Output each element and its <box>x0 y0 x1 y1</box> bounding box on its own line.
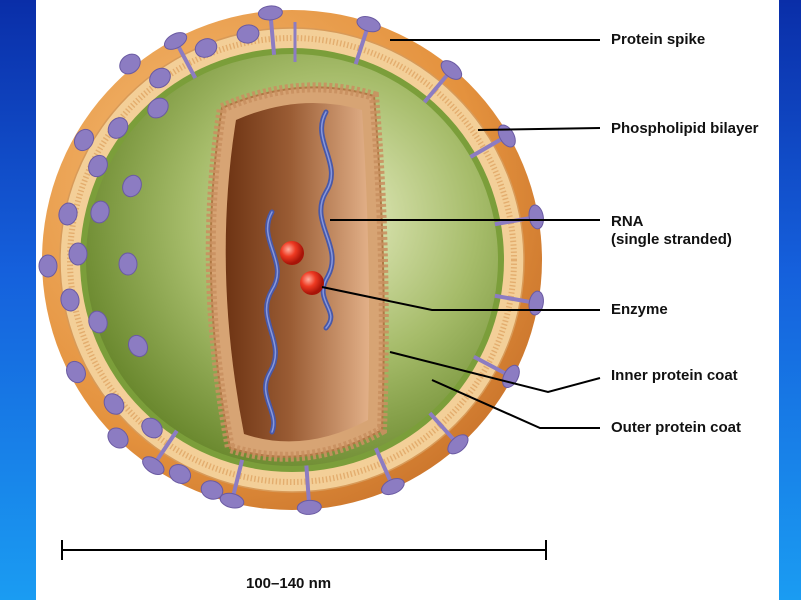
surface-spike <box>118 252 138 276</box>
surface-spike <box>73 128 95 152</box>
leader-enzyme <box>321 286 600 311</box>
surface-spike <box>200 480 224 500</box>
surface-spikes <box>38 24 260 500</box>
surface-spike <box>141 417 163 439</box>
rim-spike <box>219 459 245 509</box>
surface-spike <box>122 174 142 198</box>
rim-spike <box>142 429 179 475</box>
label-inner-protein-coat: Inner protein coat <box>611 367 738 384</box>
surface-spike <box>168 464 192 484</box>
label-rna-detail: (single stranded) <box>611 231 732 248</box>
scale-bar <box>61 540 547 560</box>
outer-protein-coat <box>205 82 389 462</box>
leader-phospholipid-bilayer <box>477 127 601 131</box>
surface-spike <box>149 67 171 89</box>
label-outer-protein-coat: Outer protein coat <box>611 419 742 436</box>
surface-spike <box>68 242 88 266</box>
rim-spikes <box>142 5 544 515</box>
surface-spike <box>194 38 218 58</box>
rim-spike <box>373 447 405 496</box>
label-protein-spike: Protein spike <box>611 31 706 48</box>
surface-spike <box>66 360 86 384</box>
label-enzyme: Enzyme <box>611 301 668 318</box>
surface-spike <box>236 24 260 44</box>
surface-spike <box>107 427 129 449</box>
label-phospholipid-bilayer: Phospholipid bilayer <box>611 120 759 137</box>
rim-spike <box>296 465 322 515</box>
enzyme-molecule <box>300 271 324 295</box>
leader-lines <box>321 39 601 429</box>
surface-spike <box>88 154 108 178</box>
surface-spike <box>107 117 129 139</box>
enzyme-molecule <box>280 241 304 265</box>
surface-spike <box>127 334 149 358</box>
surface-spike <box>103 393 125 415</box>
surface-spike <box>58 202 78 226</box>
surface-spike <box>38 254 58 278</box>
scale-bar-label: 100–140 nm <box>246 575 332 592</box>
rim-spike <box>422 60 463 104</box>
label-rna: RNA <box>611 213 644 230</box>
surface-spike <box>119 53 141 75</box>
rim-spike <box>428 411 469 455</box>
rim-spike <box>163 32 198 80</box>
surface-spike <box>147 97 169 119</box>
surface-spike <box>90 200 110 224</box>
leader-inner-protein-coat <box>389 351 601 394</box>
leader-outer-protein-coat <box>431 379 600 429</box>
rim-spike <box>353 16 381 65</box>
surface-spike <box>60 288 80 312</box>
surface-spike <box>88 310 108 334</box>
rna-strands <box>263 109 335 435</box>
rim-spike <box>257 5 283 55</box>
